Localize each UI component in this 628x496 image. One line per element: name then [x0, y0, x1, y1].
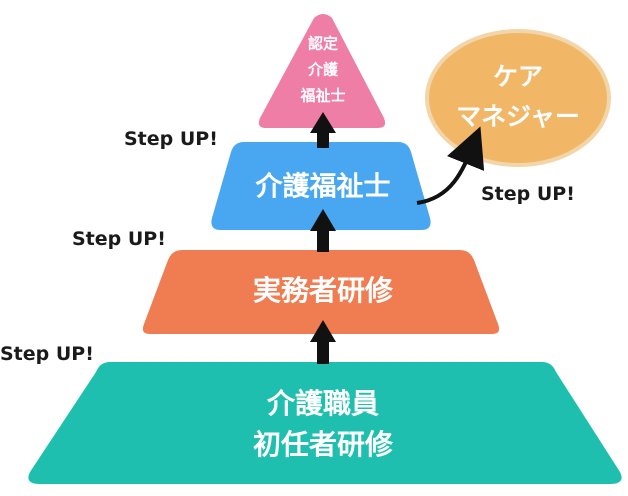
- care-manager-bubble: [425, 29, 611, 167]
- tier-4-line-1: 認定: [308, 35, 338, 53]
- tier-4-line-2: 介護: [307, 61, 339, 79]
- care-manager-line-2: マネジャー: [456, 102, 580, 131]
- tier-3-shape: [211, 142, 431, 230]
- arrow-up-1: [310, 320, 336, 364]
- step-up-label-3: Step UP!: [0, 343, 94, 365]
- tier-2-line-1: 実務者研修: [253, 274, 394, 307]
- step-up-label-1: Step UP!: [124, 128, 218, 150]
- arrow-to-care-manager: [416, 126, 485, 205]
- tier-1-line-1: 介護職員: [266, 387, 379, 420]
- tier-4-shape: [258, 14, 386, 128]
- tier-3-line-1: 介護福祉士: [255, 171, 391, 203]
- arrow-up-2: [310, 209, 336, 252]
- step-up-label-2: Step UP!: [72, 228, 166, 250]
- tier-1-shape: [28, 362, 622, 484]
- arrow-up-3: [310, 112, 336, 148]
- care-manager-line-1: ケア: [493, 62, 543, 91]
- step-up-label-4: Step UP!: [481, 183, 575, 205]
- tier-4-line-3: 福祉士: [299, 87, 345, 105]
- tier-2-shape: [142, 250, 500, 334]
- tier-1-line-2: 初任者研修: [253, 428, 394, 461]
